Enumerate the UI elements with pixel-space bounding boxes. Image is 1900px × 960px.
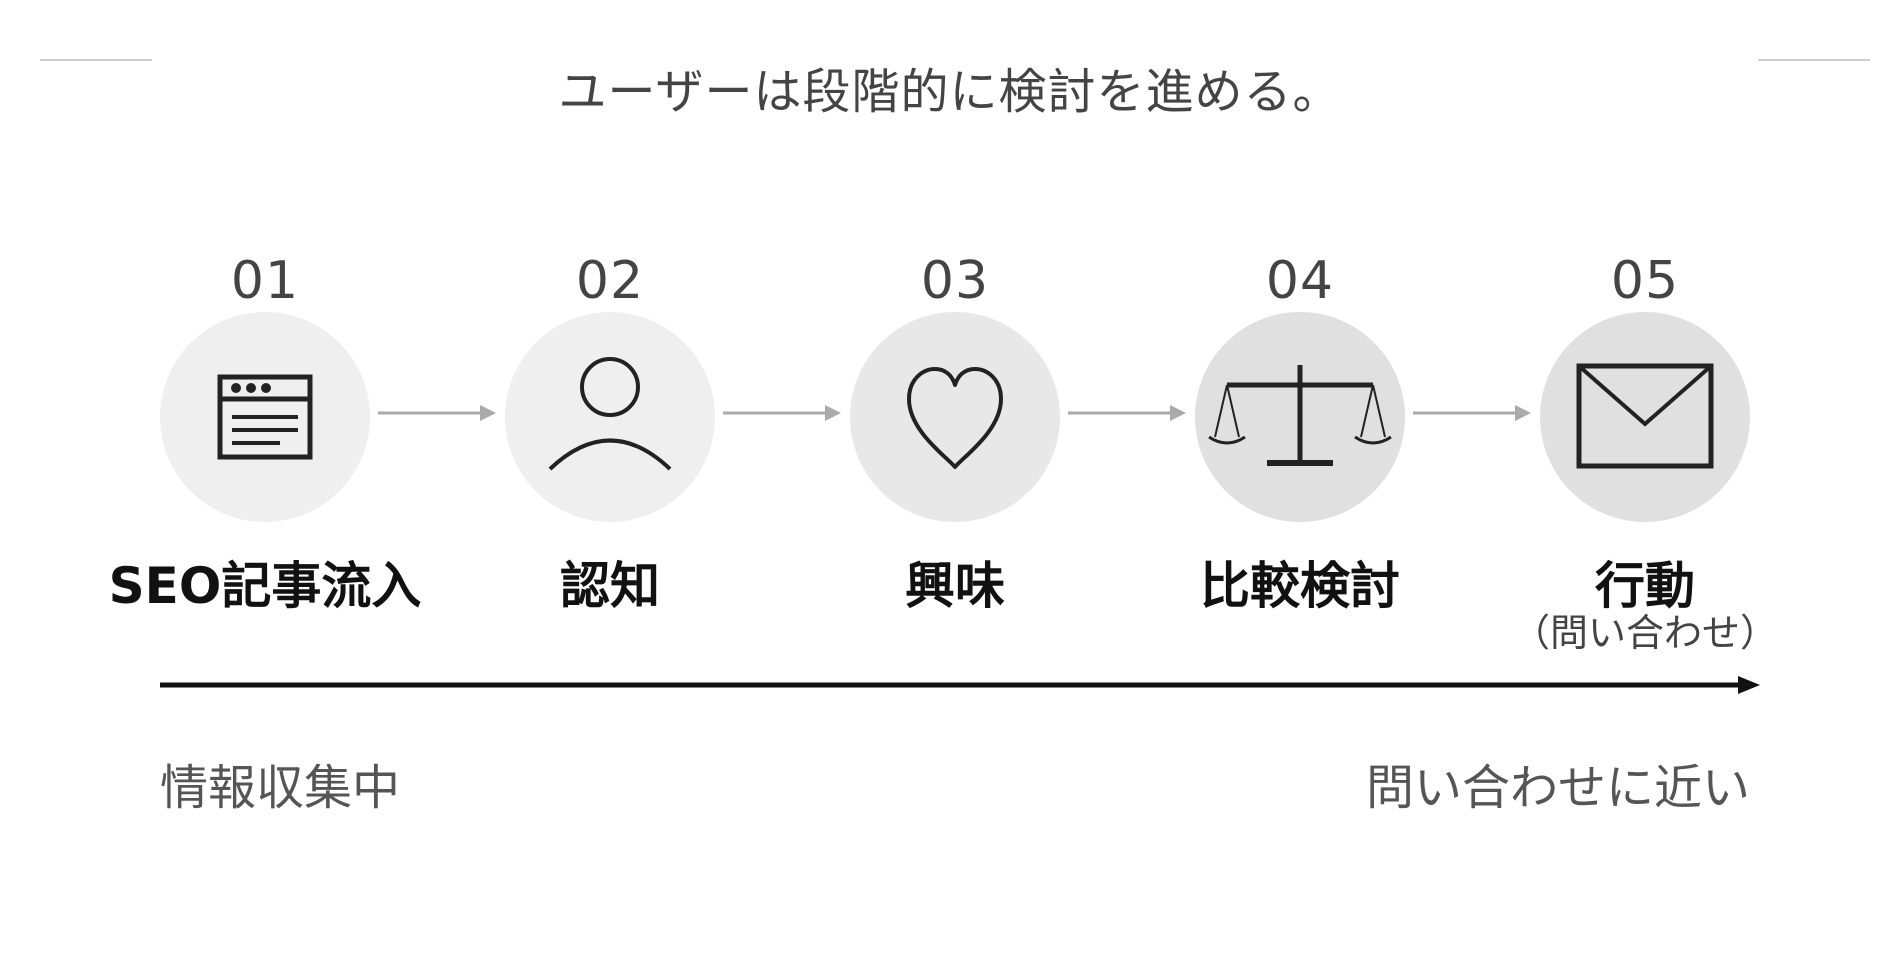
step-04: 04 比較検討 xyxy=(1130,250,1470,613)
person-icon xyxy=(548,357,672,471)
connector-arrow-2 xyxy=(723,405,841,421)
envelope-icon xyxy=(1576,363,1714,469)
step-number: 02 xyxy=(575,251,645,311)
step-number: 03 xyxy=(920,251,990,311)
step-sublabel: （問い合わせ） xyxy=(1511,610,1778,655)
axis-start-label: 情報収集中 xyxy=(160,760,401,816)
step-label: 行動 xyxy=(1595,557,1695,615)
step-label: SEO記事流入 xyxy=(108,557,422,615)
step-03: 03 興味 xyxy=(785,250,1125,613)
browser-window-icon xyxy=(217,374,313,460)
axis-end-label: 問い合わせに近い xyxy=(1365,760,1750,816)
step-label: 興味 xyxy=(905,557,1005,615)
connector-arrow-4 xyxy=(1413,405,1531,421)
balance-scale-icon xyxy=(1208,365,1392,466)
step-01: 01 SEO記事流入 xyxy=(95,250,435,613)
step-circle xyxy=(850,312,1060,522)
step-circle xyxy=(505,312,715,522)
step-label: 比較検討 xyxy=(1200,557,1400,615)
step-circle xyxy=(160,312,370,522)
step-number: 05 xyxy=(1610,251,1680,311)
connector-arrow-3 xyxy=(1068,405,1186,421)
step-number: 04 xyxy=(1265,251,1335,311)
connector-arrow-1 xyxy=(378,405,496,421)
step-circle xyxy=(1540,312,1750,522)
timeline-arrow xyxy=(160,676,1760,694)
step-circle xyxy=(1195,312,1405,522)
heart-icon xyxy=(907,367,1003,469)
diagram-title: ユーザーは段階的に検討を進める。 xyxy=(558,64,1342,120)
step-number: 01 xyxy=(230,251,300,311)
step-05: 05 行動 （問い合わせ） xyxy=(1475,250,1815,654)
decorative-line-left xyxy=(40,59,152,61)
step-label: 認知 xyxy=(560,557,660,615)
decorative-line-right xyxy=(1758,59,1870,61)
step-02: 02 認知 xyxy=(440,250,780,613)
